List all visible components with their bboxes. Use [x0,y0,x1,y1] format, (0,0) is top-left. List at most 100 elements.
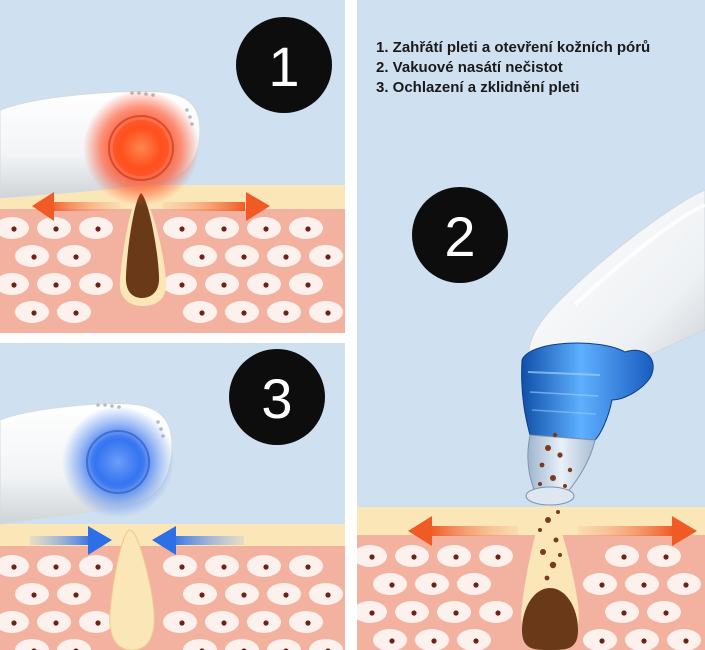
cell-nucleus [453,554,459,560]
cell-nucleus [305,226,311,232]
cell-nucleus [53,282,59,288]
cell-nucleus [325,254,331,260]
cell-nucleus [621,610,627,616]
cell-nucleus [495,610,501,616]
skin-cell [225,639,259,650]
outward-arrow-icon [32,192,270,221]
pore-plug [125,193,160,298]
outward-arrow-icon [408,516,697,546]
pore-plug [522,588,578,650]
panel-2-vacuum: 2 [357,0,705,650]
cell-nucleus [179,564,185,570]
step-badge-2: 2 [412,187,508,283]
step-number: 3 [261,367,292,430]
cell-nucleus [283,592,289,598]
cell-nucleus [641,582,647,588]
cell-nucleus [305,564,311,570]
cell-nucleus [73,310,79,316]
inward-arrow-icon [30,526,244,555]
panel-divider [0,333,345,343]
cell-nucleus [241,592,247,598]
cell-nucleus [263,226,269,232]
cell-nucleus [369,554,375,560]
cell-nucleus [221,282,227,288]
skin-cells [0,555,343,650]
cell-nucleus [283,310,289,316]
cell-nucleus [263,564,269,570]
cell-nucleus [621,554,627,560]
panel-divider [345,0,357,650]
cell-nucleus [263,282,269,288]
caption-step-2: 2. Vakuové nasátí nečistot [376,59,563,76]
vacuum-nozzle-icon [521,342,654,506]
cell-nucleus [31,254,37,260]
closed-pore [109,529,155,650]
cell-nucleus [179,282,185,288]
cell-nucleus [325,310,331,316]
cell-nucleus [73,254,79,260]
cell-nucleus [599,638,605,644]
cell-nucleus [221,564,227,570]
cell-nucleus [473,582,479,588]
cell-nucleus [263,620,269,626]
skin-cell [183,639,217,650]
cell-nucleus [411,554,417,560]
cell-nucleus [473,638,479,644]
cell-nucleus [389,582,395,588]
skin-cells [0,217,343,323]
cell-nucleus [663,610,669,616]
panel-1-heating: 1 [0,0,345,333]
skin-cell [15,639,49,650]
cell-nucleus [53,226,59,232]
cell-nucleus [325,592,331,598]
cell-nucleus [663,554,669,560]
cell-nucleus [11,226,17,232]
step-number: 1 [268,35,299,98]
cell-nucleus [683,582,689,588]
cell-nucleus [221,620,227,626]
cell-nucleus [199,254,205,260]
step-badge-3: 3 [229,349,325,445]
cell-nucleus [179,620,185,626]
cell-nucleus [73,592,79,598]
cell-nucleus [11,564,17,570]
cell-nucleus [53,564,59,570]
cell-nucleus [95,282,101,288]
cell-nucleus [453,610,459,616]
step-captions: 1. Zahřátí pleti a otevření kožních pórů… [376,38,650,98]
cell-nucleus [241,254,247,260]
cell-nucleus [95,564,101,570]
cell-nucleus [95,226,101,232]
panel-3-cooling: 3 [0,343,345,650]
skin-cell [267,639,301,650]
cell-nucleus [369,610,375,616]
caption-step-1: 1. Zahřátí pleti a otevření kožních pórů [376,39,651,56]
dirt-particles [538,510,562,581]
cell-nucleus [599,582,605,588]
cell-nucleus [11,620,17,626]
cell-nucleus [641,638,647,644]
cell-nucleus [199,310,205,316]
cell-nucleus [31,310,37,316]
cell-nucleus [431,638,437,644]
cell-nucleus [241,310,247,316]
cell-nucleus [221,226,227,232]
cell-nucleus [31,592,37,598]
cell-nucleus [411,610,417,616]
step-badge-1: 1 [236,17,332,113]
cell-nucleus [199,592,205,598]
cell-nucleus [683,638,689,644]
caption-step-3: 3. Ochlazení a zklidnění pleti [376,79,580,96]
cell-nucleus [305,620,311,626]
cell-nucleus [53,620,59,626]
cell-nucleus [95,620,101,626]
cell-nucleus [283,254,289,260]
skin-cells [357,545,701,650]
cell-nucleus [11,282,17,288]
skin-cell [309,639,343,650]
cell-nucleus [179,226,185,232]
cell-nucleus [389,638,395,644]
cell-nucleus [431,582,437,588]
